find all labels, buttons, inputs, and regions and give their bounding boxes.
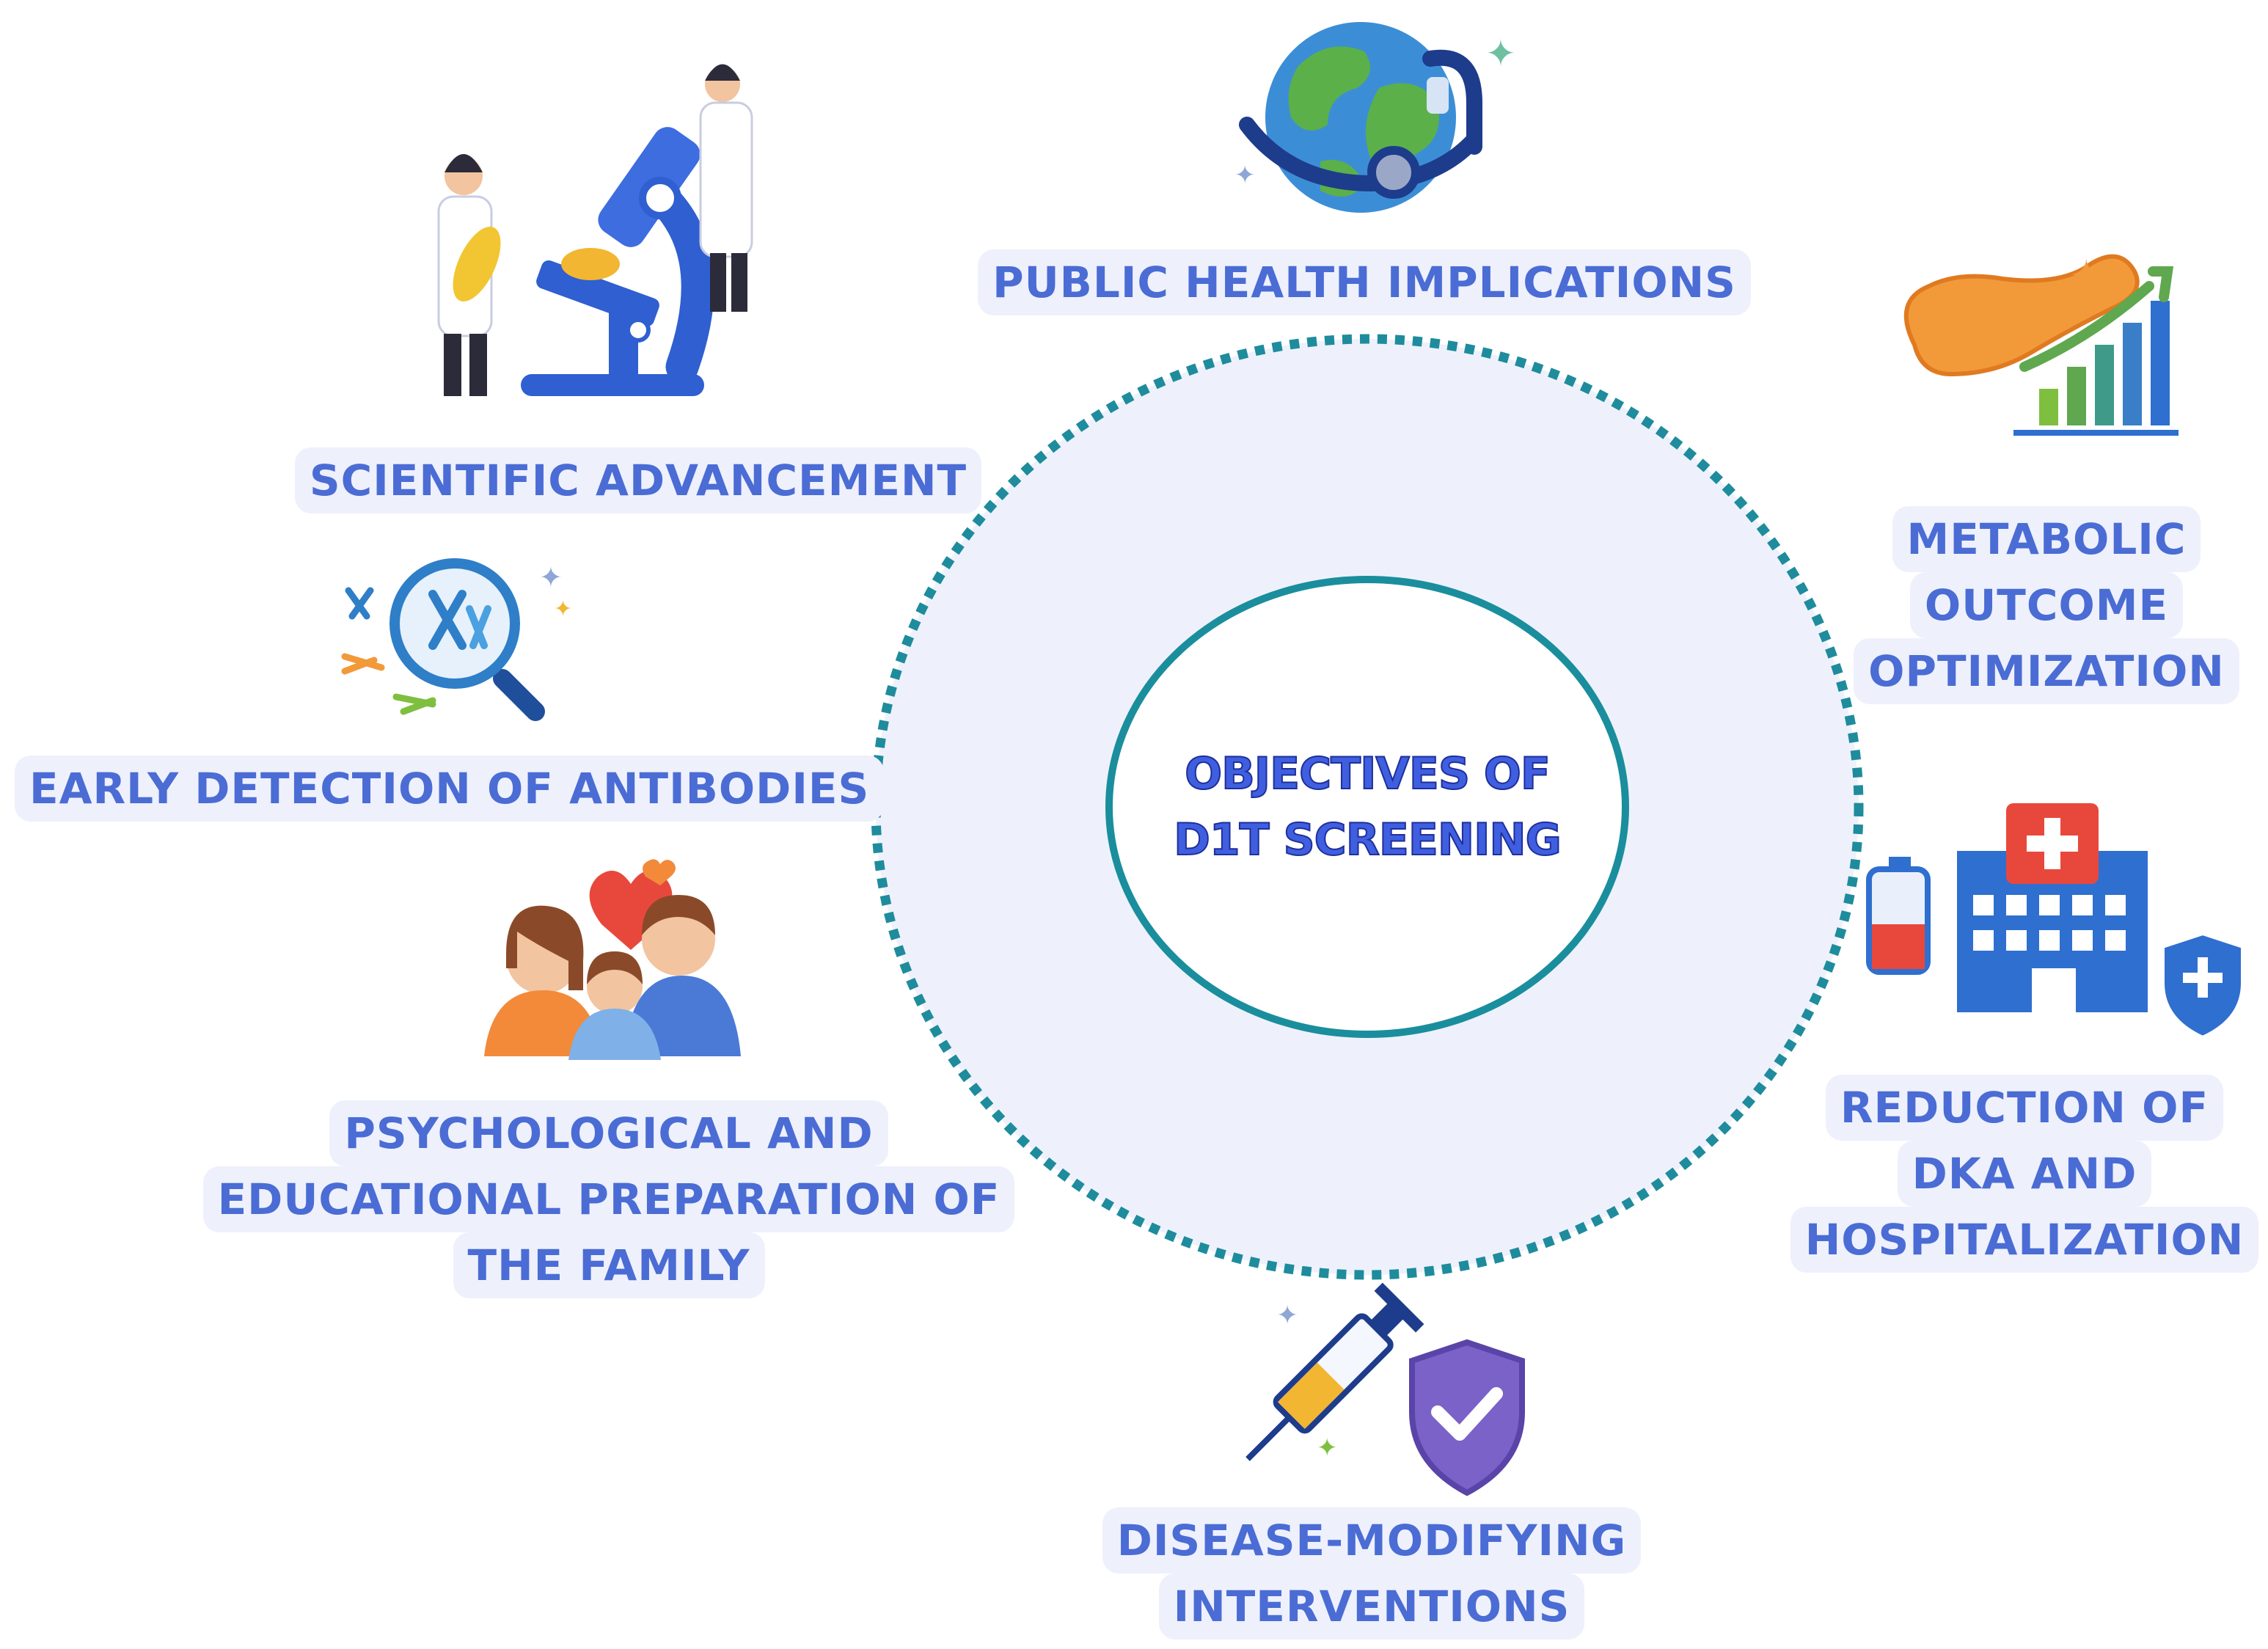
- pancreas-growth-chart-icon: ✦: [1903, 250, 2179, 436]
- label-line: METABOLIC: [1892, 506, 2201, 572]
- globe-stethoscope-icon: ✦ ✦: [1234, 22, 1516, 213]
- syringe-shield-icon: ✦ ✦: [1245, 1282, 1525, 1496]
- svg-text:✦: ✦: [1485, 32, 1516, 75]
- label-line: OUTCOME: [1909, 572, 2184, 638]
- svg-text:✦: ✦: [1234, 161, 1256, 190]
- label-line: OPTIMIZATION: [1854, 638, 2239, 704]
- dka-reduction-label: REDUCTION OF DKA AND HOSPITALIZATION: [1790, 1075, 2259, 1273]
- center-title-line-1: OBJECTIVES OF: [1184, 747, 1551, 800]
- center-title: OBJECTIVES OF D1T SCREENING: [1103, 741, 1631, 873]
- scientific-advancement-label: SCIENTIFIC ADVANCEMENT: [293, 447, 983, 513]
- metabolic-outcome-label: METABOLIC OUTCOME OPTIMIZATION: [1834, 506, 2259, 704]
- label-line: PUBLIC HEALTH IMPLICATIONS: [978, 249, 1751, 315]
- center-title-line-2: D1T SCREENING: [1173, 813, 1562, 866]
- svg-text:✦: ✦: [554, 596, 572, 622]
- label-line: REDUCTION OF: [1825, 1075, 2224, 1141]
- svg-text:✦: ✦: [2068, 250, 2104, 300]
- svg-text:✦: ✦: [1317, 1433, 1338, 1463]
- disease-modifying-label: DISEASE-MODIFYING INTERVENTIONS: [1056, 1507, 1687, 1639]
- label-line: DISEASE-MODIFYING: [1102, 1507, 1642, 1573]
- label-line: EDUCATIONAL PREPARATION OF: [202, 1166, 1015, 1232]
- psychological-preparation-label: PSYCHOLOGICAL AND EDUCATIONAL PREPARATIO…: [198, 1100, 1020, 1298]
- svg-text:✦: ✦: [539, 561, 563, 593]
- label-line: INTERVENTIONS: [1158, 1573, 1585, 1639]
- early-detection-label: EARLY DETECTION OF ANTIBODIES: [15, 756, 885, 822]
- label-line: PSYCHOLOGICAL AND: [329, 1100, 888, 1166]
- svg-text:✦: ✦: [1276, 1301, 1298, 1331]
- label-line: EARLY DETECTION OF ANTIBODIES: [15, 756, 885, 822]
- family-heart-icon: [484, 859, 741, 1060]
- inner-ring: [1105, 576, 1629, 1038]
- label-line: DKA AND: [1897, 1141, 2152, 1207]
- public-health-label: PUBLIC HEALTH IMPLICATIONS: [976, 249, 1753, 315]
- label-line: THE FAMILY: [453, 1232, 765, 1298]
- magnifier-chromosome-icon: ✦ ✦: [341, 558, 572, 721]
- microscope-scientists-icon: [437, 64, 753, 396]
- hospital-blood-bag-icon: [1866, 803, 2245, 1041]
- label-line: HOSPITALIZATION: [1790, 1207, 2259, 1273]
- label-line: SCIENTIFIC ADVANCEMENT: [294, 447, 982, 513]
